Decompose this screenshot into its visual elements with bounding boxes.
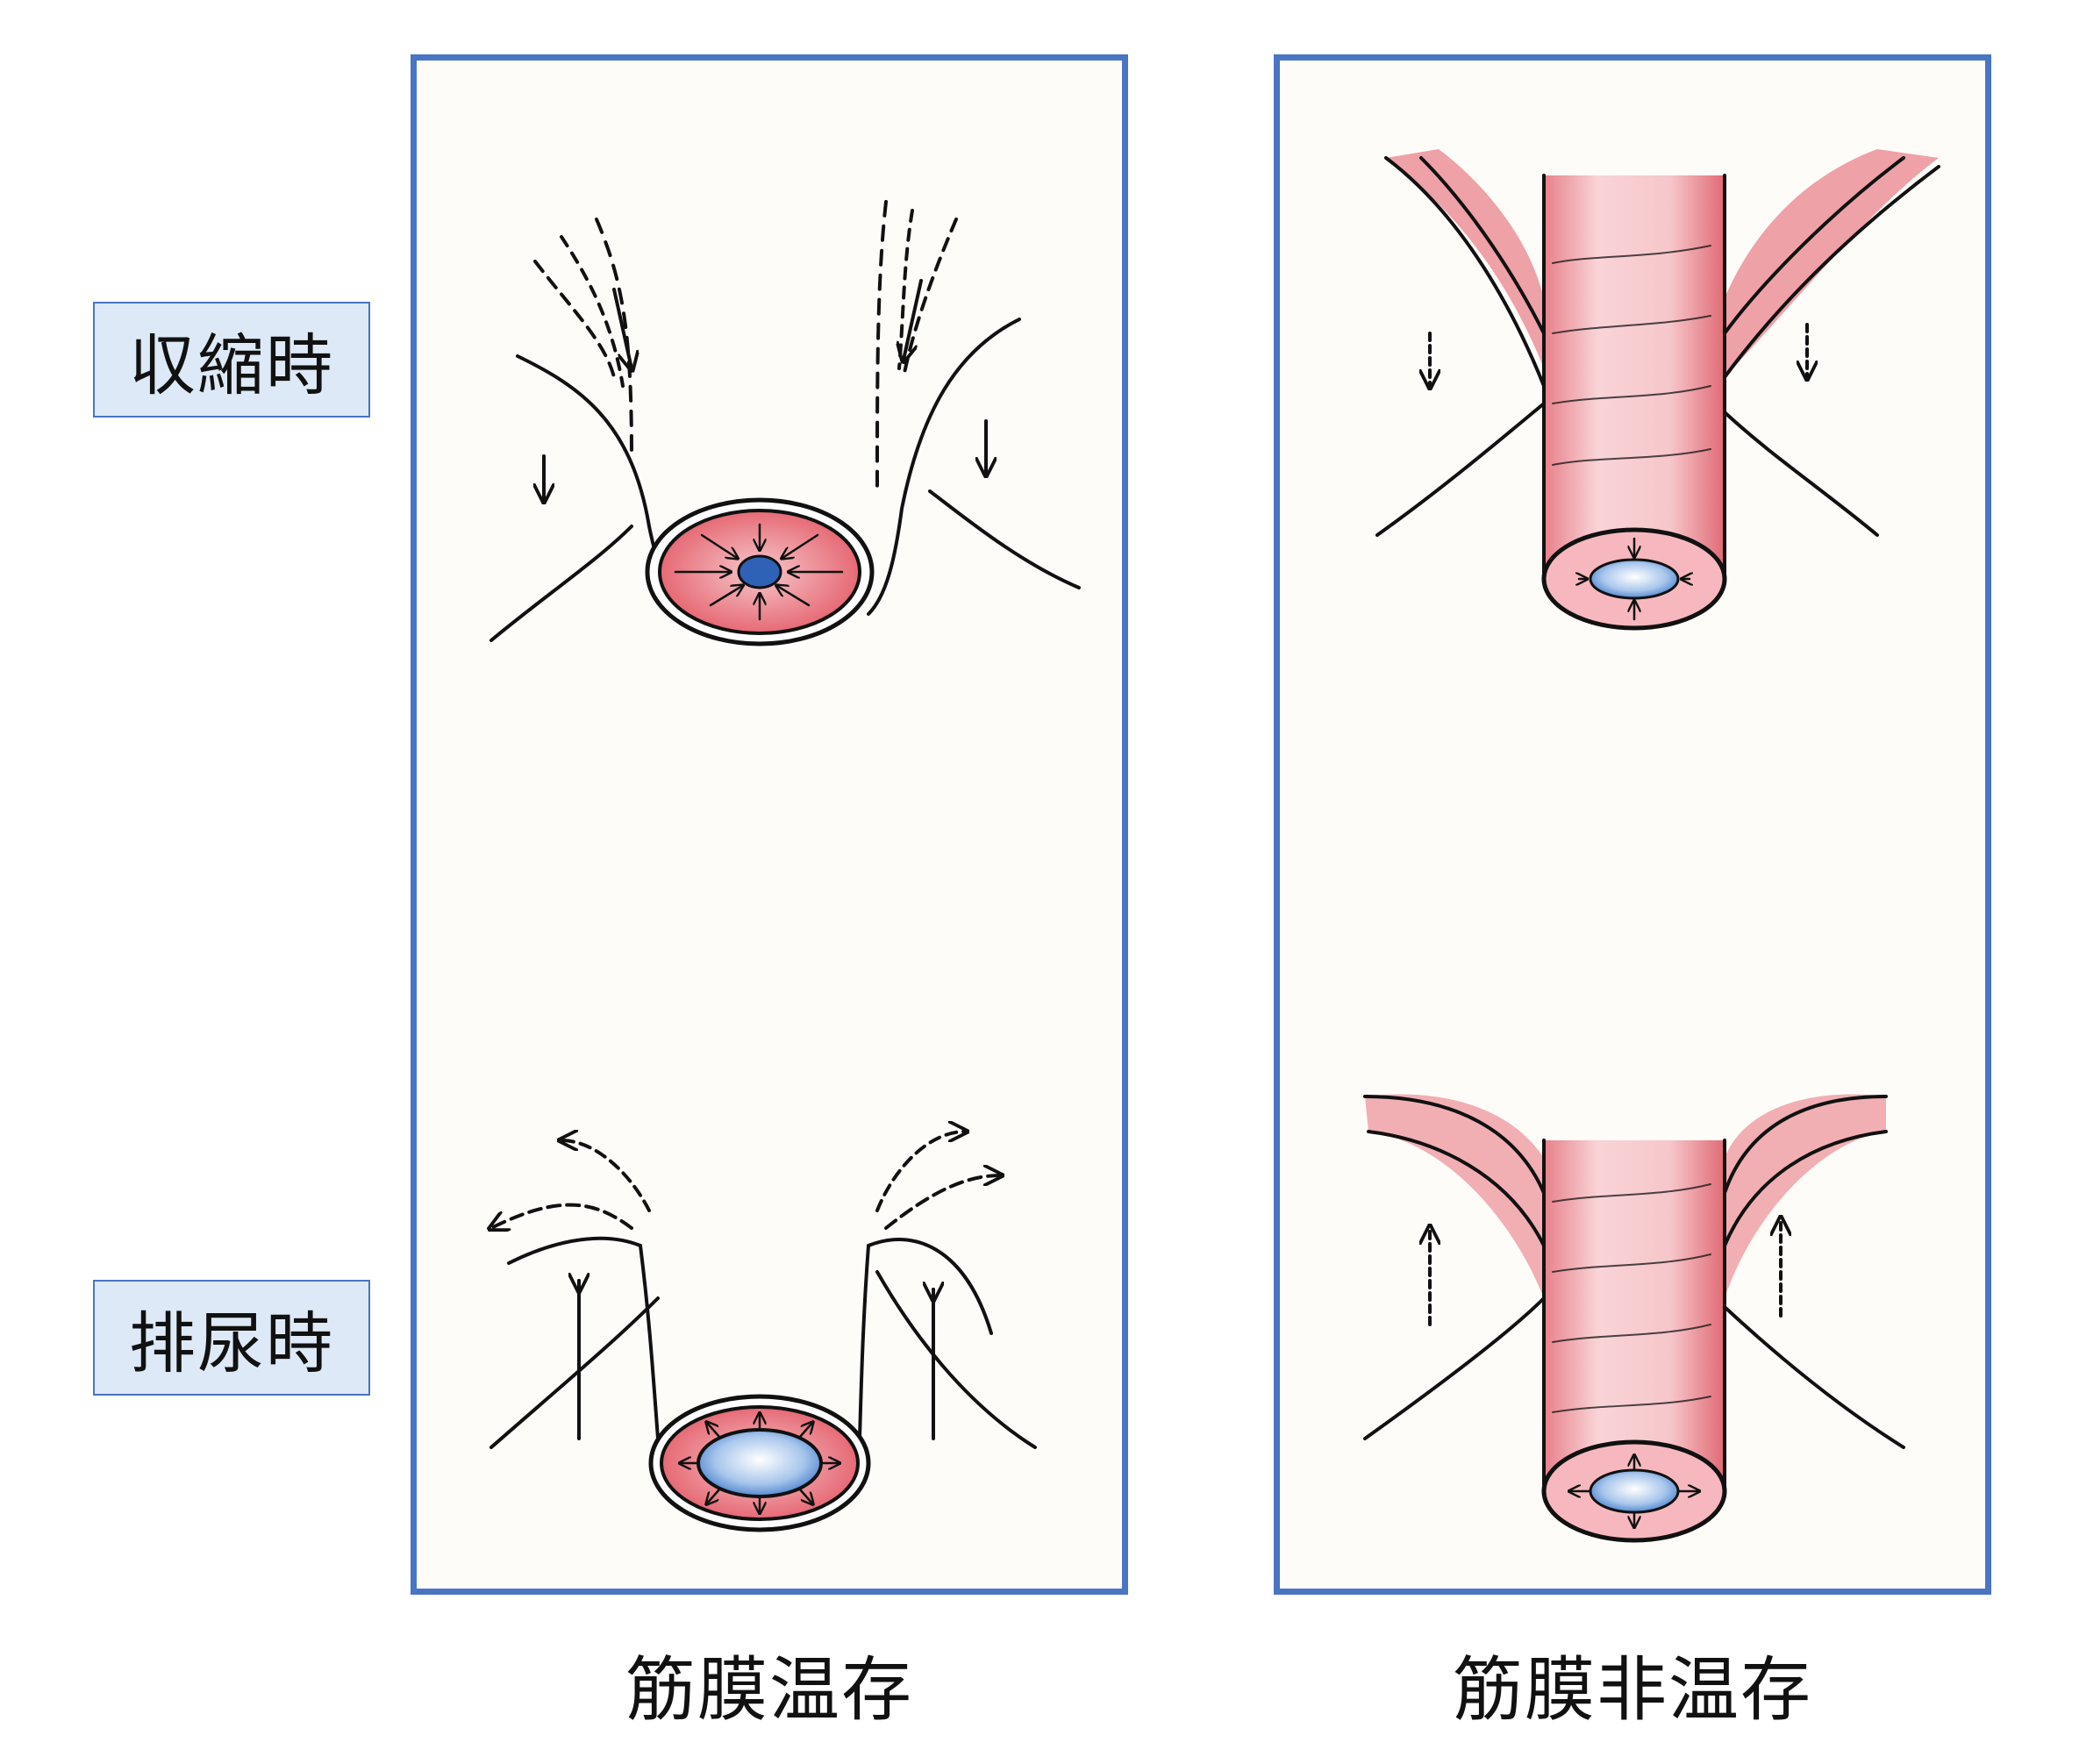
preserved-contraction-drawing [489, 200, 1081, 646]
label-contraction: 収縮時 [93, 302, 370, 418]
preserved-voiding-drawing [491, 1132, 1037, 1532]
nonpreserved-voiding-drawing [1363, 1094, 1905, 1543]
caption-fascia-not-preserved: 筋膜非温存 [1453, 1649, 1812, 1731]
panel-fascia-preserved [411, 54, 1128, 1595]
caption-fascia-preserved: 筋膜温存 [625, 1649, 913, 1731]
label-voiding: 排尿時 [93, 1280, 370, 1396]
nonpreserved-contraction-drawing [1375, 149, 1940, 631]
